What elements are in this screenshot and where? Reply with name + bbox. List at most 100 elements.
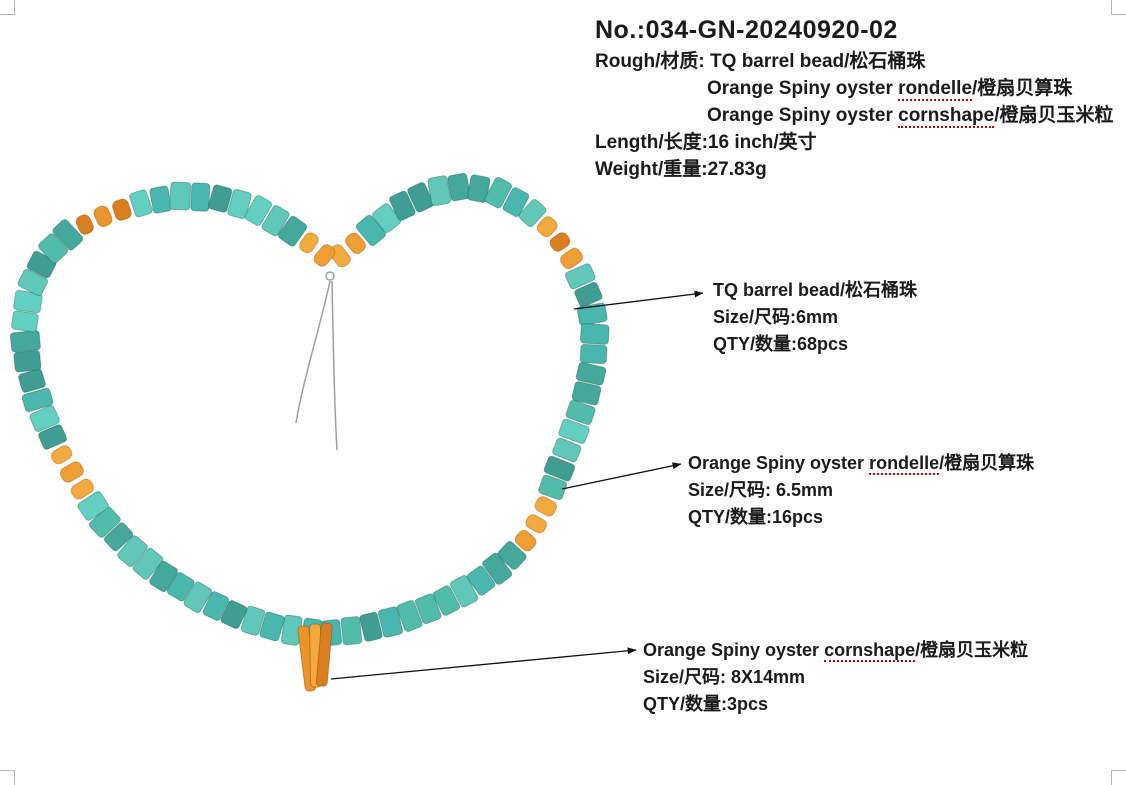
annotation-title: TQ barrel bead/松石桶珠 bbox=[713, 280, 918, 300]
turquoise-barrel-bead bbox=[38, 233, 69, 264]
orange-rondelle-bead bbox=[75, 214, 94, 235]
material-3-word: cornshape bbox=[898, 105, 995, 128]
cell-border-artifact bbox=[0, 0, 15, 15]
hanging-wire bbox=[331, 280, 338, 451]
annotation-title-prefix: Orange Spiny oyster bbox=[643, 640, 825, 660]
turquoise-barrel-bead bbox=[484, 176, 513, 209]
turquoise-barrel-bead bbox=[502, 187, 530, 218]
annotation-title-prefix: Orange Spiny oyster bbox=[688, 453, 870, 473]
turquoise-barrel-bead bbox=[565, 399, 596, 426]
annotation-arrow bbox=[561, 462, 682, 490]
turquoise-barrel-bead bbox=[558, 418, 590, 444]
annotation-size: Size/尺码:6mm bbox=[713, 307, 839, 327]
annotation-orange-rondelle: Orange Spiny oyster rondelle/橙扇贝算珠 Size/… bbox=[688, 450, 1034, 531]
orange-rondelle-bead bbox=[549, 232, 571, 252]
material-line-3: Orange Spiny oyster cornshape/橙扇贝玉米粒 bbox=[595, 102, 1114, 129]
annotation-qty: QTY/数量:16pcs bbox=[688, 507, 824, 527]
turquoise-barrel-bead bbox=[407, 182, 435, 213]
turquoise-barrel-bead bbox=[9, 330, 41, 353]
cell-border-artifact bbox=[1111, 0, 1126, 15]
turquoise-barrel-bead bbox=[580, 323, 610, 345]
turquoise-barrel-bead bbox=[414, 593, 442, 625]
annotation-title-suffix: /橙扇贝算珠 bbox=[939, 453, 1035, 473]
turquoise-barrel-bead bbox=[88, 506, 121, 538]
material-2-word: rondelle bbox=[898, 78, 973, 101]
turquoise-barrel-bead bbox=[117, 535, 148, 567]
turquoise-barrel-bead bbox=[169, 181, 192, 211]
turquoise-barrel-bead bbox=[377, 606, 404, 638]
hanging-wires bbox=[295, 271, 338, 451]
turquoise-barrel-bead bbox=[149, 560, 179, 593]
turquoise-barrel-bead bbox=[52, 219, 84, 251]
cell-border-artifact bbox=[1111, 770, 1126, 785]
material-2-suffix: /橙扇贝算珠 bbox=[972, 78, 1073, 99]
turquoise-barrel-bead bbox=[359, 611, 383, 642]
turquoise-barrel-bead bbox=[261, 205, 290, 237]
turquoise-barrel-bead bbox=[13, 289, 43, 314]
orange-rondelle-bead bbox=[514, 529, 537, 552]
annotation-qty: QTY/数量:3pcs bbox=[643, 694, 769, 714]
orange-rondelle-bead bbox=[536, 216, 558, 238]
turquoise-barrel-bead bbox=[518, 198, 547, 228]
turquoise-barrel-bead bbox=[227, 188, 252, 220]
annotation-title: Orange Spiny oyster cornshape/橙扇贝玉米粒 bbox=[643, 637, 1028, 664]
wire-loop bbox=[325, 271, 335, 281]
bead-strand bbox=[9, 172, 610, 649]
annotation-arrows bbox=[330, 290, 704, 680]
annotation-title-word: rondelle bbox=[869, 453, 940, 475]
turquoise-barrel-bead bbox=[340, 616, 363, 646]
rough-material-line: Rough/材质: TQ barrel bead/松石桶珠 bbox=[595, 51, 926, 72]
annotation-arrow bbox=[573, 290, 704, 310]
material-3-prefix: Orange Spiny oyster bbox=[707, 105, 899, 126]
turquoise-barrel-bead bbox=[574, 281, 603, 308]
orange-rondelle-bead bbox=[93, 205, 113, 228]
annotation-title-suffix: /橙扇贝玉米粒 bbox=[915, 640, 1029, 660]
orange-rondelle-bead bbox=[59, 461, 84, 483]
turquoise-barrel-bead bbox=[497, 540, 527, 570]
turquoise-barrel-bead bbox=[571, 381, 602, 406]
turquoise-barrel-bead bbox=[77, 491, 110, 521]
turquoise-barrel-bead bbox=[389, 190, 416, 221]
orange-rondelle-bead bbox=[112, 198, 132, 221]
orange-rondelle-bead bbox=[313, 244, 336, 267]
turquoise-barrel-bead bbox=[103, 522, 134, 552]
turquoise-barrel-bead bbox=[220, 600, 248, 629]
turquoise-barrel-bead bbox=[575, 362, 607, 386]
turquoise-barrel-bead bbox=[13, 349, 42, 373]
turquoise-barrel-bead bbox=[396, 600, 423, 632]
turquoise-barrel-bead bbox=[564, 263, 596, 290]
turquoise-barrel-bead bbox=[240, 605, 266, 636]
orange-rondelle-bead bbox=[328, 244, 351, 268]
turquoise-barrel-bead bbox=[466, 565, 496, 596]
annotation-size: Size/尺码: 8X14mm bbox=[643, 667, 806, 687]
orange-rondelle-bead bbox=[534, 496, 558, 517]
annotation-size: Size/尺码: 6.5mm bbox=[688, 480, 834, 500]
hanging-wire bbox=[295, 280, 331, 424]
product-spec-header: No.:034-GN-20240920-02 Rough/材质: TQ barr… bbox=[595, 15, 1114, 183]
material-2-prefix: Orange Spiny oyster bbox=[707, 78, 899, 99]
turquoise-barrel-bead bbox=[576, 302, 608, 326]
turquoise-barrel-bead bbox=[208, 184, 233, 213]
weight-line: Weight/重量:27.83g bbox=[595, 159, 767, 180]
turquoise-barrel-bead bbox=[17, 268, 49, 297]
annotation-turquoise-barrel: TQ barrel bead/松石桶珠 Size/尺码:6mm QTY/数量:6… bbox=[713, 277, 917, 358]
turquoise-barrel-bead bbox=[482, 552, 513, 585]
turquoise-barrel-bead bbox=[29, 405, 60, 433]
material-3-suffix: /橙扇贝玉米粒 bbox=[994, 105, 1114, 126]
pendant-group bbox=[297, 622, 333, 692]
turquoise-barrel-bead bbox=[11, 310, 39, 333]
turquoise-barrel-bead bbox=[449, 574, 479, 608]
turquoise-barrel-bead bbox=[277, 215, 308, 247]
orange-rondelle-bead bbox=[70, 478, 94, 500]
annotation-qty: QTY/数量:68pcs bbox=[713, 334, 849, 354]
annotation-arrow bbox=[330, 647, 637, 680]
turquoise-barrel-bead bbox=[202, 591, 230, 621]
annotation-orange-cornshape: Orange Spiny oyster cornshape/橙扇贝玉米粒 Siz… bbox=[643, 637, 1028, 718]
turquoise-barrel-bead bbox=[432, 585, 461, 616]
orange-rondelle-bead bbox=[560, 247, 583, 270]
orange-rondelle-bead bbox=[345, 232, 366, 255]
turquoise-barrel-bead bbox=[259, 611, 285, 642]
orange-cornshape-pendant-bead bbox=[315, 622, 333, 687]
